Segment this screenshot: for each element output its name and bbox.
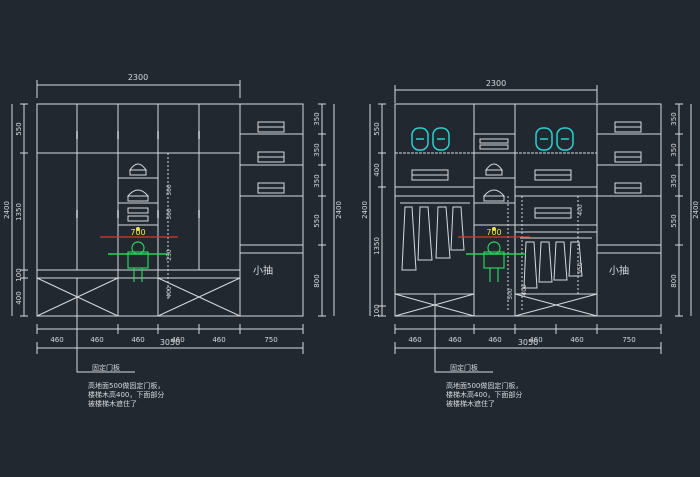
left-right-overall-height: 2400 xyxy=(335,201,343,219)
right-note-title: 固定门板 xyxy=(450,363,478,372)
left-col-width-3: 460 xyxy=(131,336,144,344)
left-span-marker xyxy=(136,227,140,231)
left-inner-dim-3: 250 xyxy=(166,249,173,261)
right-hanging-clothes-group-2 xyxy=(523,241,583,289)
left-top-dimension xyxy=(36,80,241,98)
right-bottom-dimension xyxy=(394,324,662,354)
right-right-height-2: 350 xyxy=(670,143,678,156)
right-span-label: 700 xyxy=(486,228,501,237)
left-height-1: 550 xyxy=(15,122,23,135)
left-cabinet-outline xyxy=(36,103,304,317)
left-height-3: 100 xyxy=(15,268,23,281)
right-col-width-5: 460 xyxy=(570,336,583,344)
right-total-width-label: 2300 xyxy=(486,79,506,88)
right-top-dimension xyxy=(394,85,598,103)
right-right-height-5: 800 xyxy=(670,274,678,287)
right-clothes-stack-2 xyxy=(614,151,642,163)
left-inner-dim-2: 300 xyxy=(166,208,173,220)
left-col-width-1: 460 xyxy=(50,336,63,344)
right-note-line-1: 高地面500做固定门板， xyxy=(446,381,522,390)
left-note-leader xyxy=(76,278,135,373)
left-clothes-stack-3 xyxy=(257,182,285,194)
left-note-title: 固定门板 xyxy=(92,363,120,372)
right-col-width-1: 460 xyxy=(408,336,421,344)
left-note-line-3: 被楼梯木遮住了 xyxy=(88,399,137,408)
left-elevation xyxy=(11,80,335,373)
left-right-height-4: 550 xyxy=(313,214,321,227)
left-right-side-dimension xyxy=(318,103,335,317)
left-right-height-5: 800 xyxy=(313,274,321,287)
right-inner-dim-4: 400 xyxy=(521,284,528,296)
left-drawer-label: 小抽 xyxy=(253,264,273,277)
right-inner-dim-2: 950 xyxy=(577,262,584,274)
right-clothes-stack-3 xyxy=(614,182,642,194)
right-right-height-3: 350 xyxy=(670,174,678,187)
right-clothes-stack-5 xyxy=(534,169,572,181)
right-height-4: 100 xyxy=(373,304,381,317)
right-col-width-3: 460 xyxy=(488,336,501,344)
left-note-line-1: 高地面500做固定门板， xyxy=(88,381,164,390)
right-height-1: 550 xyxy=(373,122,381,135)
right-inner-dim-1: 400 xyxy=(577,204,584,216)
left-col-width-4: 460 xyxy=(171,336,184,344)
right-note-leader xyxy=(434,294,493,373)
left-total-width-label: 2300 xyxy=(128,73,148,82)
left-clothes-stack-1 xyxy=(257,121,285,133)
right-clothes-stack-4 xyxy=(411,169,449,181)
right-cyan-items xyxy=(411,127,574,151)
left-inner-dim-1: 300 xyxy=(166,184,173,196)
left-height-4: 400 xyxy=(15,291,23,304)
right-drawer-label: 小抽 xyxy=(609,264,629,277)
left-overall-width-label: 3050 xyxy=(160,338,180,347)
left-note-line-2: 楼梯木高400，下面部分 xyxy=(88,390,164,399)
left-inner-dim-4: 400 xyxy=(166,286,173,298)
right-overall-width-label: 3050 xyxy=(518,338,538,347)
left-col-width-5: 460 xyxy=(212,336,225,344)
left-right-height-1: 350 xyxy=(313,112,321,125)
right-height-2: 400 xyxy=(373,163,381,176)
right-col-width-4: 460 xyxy=(529,336,542,344)
left-col-width-6: 750 xyxy=(264,336,277,344)
left-col-width-2: 460 xyxy=(90,336,103,344)
right-col-width-2: 460 xyxy=(448,336,461,344)
right-handbag-1 xyxy=(485,163,503,176)
left-overall-height: 2400 xyxy=(3,201,11,219)
left-handbag-1 xyxy=(129,163,147,176)
left-side-dimension xyxy=(11,103,28,317)
right-clothes-stack-1 xyxy=(614,121,642,133)
left-right-height-2: 350 xyxy=(313,143,321,156)
right-handbag-2 xyxy=(482,189,506,202)
right-overall-height: 2400 xyxy=(361,201,369,219)
right-height-3: 1350 xyxy=(373,237,381,255)
right-side-dimension-right xyxy=(675,103,692,317)
left-handbag-2 xyxy=(126,189,150,202)
left-right-height-3: 350 xyxy=(313,174,321,187)
right-note-line-3: 被楼梯木遮住了 xyxy=(446,399,495,408)
right-hanging-clothes-group-1 xyxy=(401,206,465,271)
right-inner-dim-3: 500 xyxy=(507,288,514,300)
left-span-label: 700 xyxy=(130,228,145,237)
right-person-figure xyxy=(483,241,505,282)
right-span-marker xyxy=(492,227,496,231)
right-col-width-6: 750 xyxy=(622,336,635,344)
right-elevation xyxy=(369,85,692,373)
right-clothes-stack-6 xyxy=(534,207,572,219)
right-clothes-stack-7 xyxy=(479,138,509,150)
left-person-figure xyxy=(127,241,149,282)
right-note-line-2: 楼梯木高400，下面部分 xyxy=(446,390,522,399)
right-right-height-4: 550 xyxy=(670,214,678,227)
right-cabinet-outline xyxy=(394,103,662,317)
left-height-2: 1350 xyxy=(15,203,23,221)
right-right-height-1: 350 xyxy=(670,112,678,125)
right-right-overall-height: 2400 xyxy=(692,201,700,219)
right-side-dimension-left xyxy=(369,103,386,317)
left-clothes-stack-2 xyxy=(257,151,285,163)
